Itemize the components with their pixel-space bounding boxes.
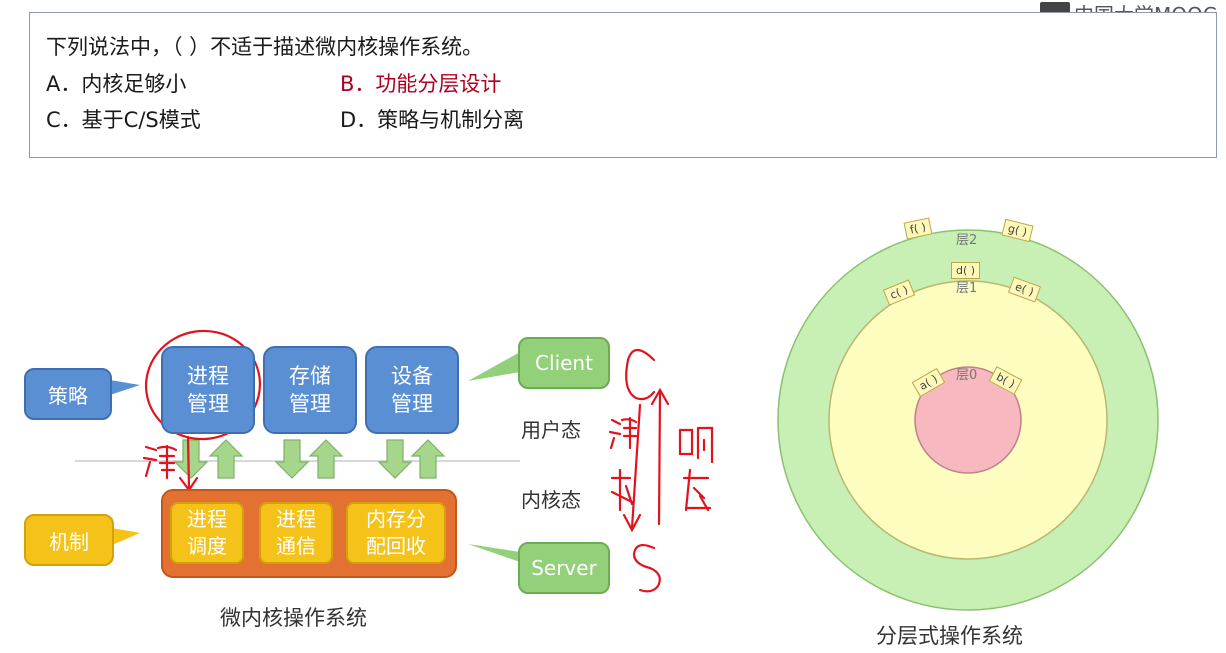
down-arrow-1 bbox=[173, 439, 209, 479]
ink-down-arrow-2 bbox=[622, 403, 642, 533]
mechanism-label: 机制 bbox=[49, 529, 89, 554]
process-communication-module: 进程 通信 bbox=[259, 502, 333, 564]
policy-bubble: 策略 bbox=[24, 368, 112, 420]
ink-letter-c bbox=[625, 348, 656, 401]
ring-layer0 bbox=[914, 366, 1022, 474]
server-tail bbox=[468, 544, 520, 562]
ink-char-qing bbox=[142, 444, 178, 480]
client-tail bbox=[468, 352, 520, 381]
ink-char-ying bbox=[682, 468, 712, 512]
user-mode-label: 用户态 bbox=[521, 418, 581, 442]
layered-caption: 分层式操作系统 bbox=[876, 624, 1023, 648]
process-manager-box: 进程 管理 bbox=[161, 346, 255, 434]
option-a: A．内核足够小 bbox=[46, 72, 187, 96]
policy-label: 策略 bbox=[48, 383, 88, 408]
microkernel-caption: 微内核操作系统 bbox=[220, 606, 367, 630]
server-bubble: Server bbox=[518, 542, 610, 594]
layer0-label: 层0 bbox=[956, 368, 978, 383]
func-d-tag: d( ) bbox=[951, 262, 981, 279]
process-scheduling-module: 进程 调度 bbox=[170, 502, 244, 564]
ink-char-qiu bbox=[610, 468, 634, 512]
layer2-label: 层2 bbox=[956, 233, 978, 248]
memory-allocation-module: 内存分 配回收 bbox=[346, 502, 446, 564]
layer1-label: 层1 bbox=[956, 281, 978, 296]
mechanism-bubble: 机制 bbox=[24, 514, 114, 566]
policy-tail bbox=[110, 380, 140, 395]
question-stem: 下列说法中，（ ）不适于描述微内核操作系统。 bbox=[46, 35, 484, 59]
up-arrow-2 bbox=[308, 439, 344, 479]
kernel-mode-label: 内核态 bbox=[521, 488, 581, 512]
ink-char-qing2 bbox=[608, 416, 638, 450]
storage-manager-box: 存储 管理 bbox=[263, 346, 357, 434]
circle-annotation bbox=[144, 329, 262, 441]
server-label: Server bbox=[531, 556, 597, 580]
mechanism-tail bbox=[112, 528, 140, 545]
ink-up-arrow bbox=[650, 387, 670, 526]
option-b: B．功能分层设计 bbox=[340, 72, 502, 96]
up-arrow-3 bbox=[410, 439, 446, 479]
ink-char-xiang bbox=[678, 426, 714, 464]
ink-letter-s bbox=[632, 543, 661, 593]
client-label: Client bbox=[535, 351, 593, 375]
down-arrow-2 bbox=[274, 439, 310, 479]
question-box bbox=[29, 12, 1217, 158]
down-arrow-3 bbox=[377, 439, 413, 479]
device-manager-box: 设备 管理 bbox=[365, 346, 459, 434]
option-c: C．基于C/S模式 bbox=[46, 108, 201, 132]
red-annotations bbox=[142, 329, 714, 593]
option-d: D．策略与机制分离 bbox=[340, 108, 525, 132]
client-bubble: Client bbox=[518, 337, 610, 389]
up-arrow-1 bbox=[208, 439, 244, 479]
